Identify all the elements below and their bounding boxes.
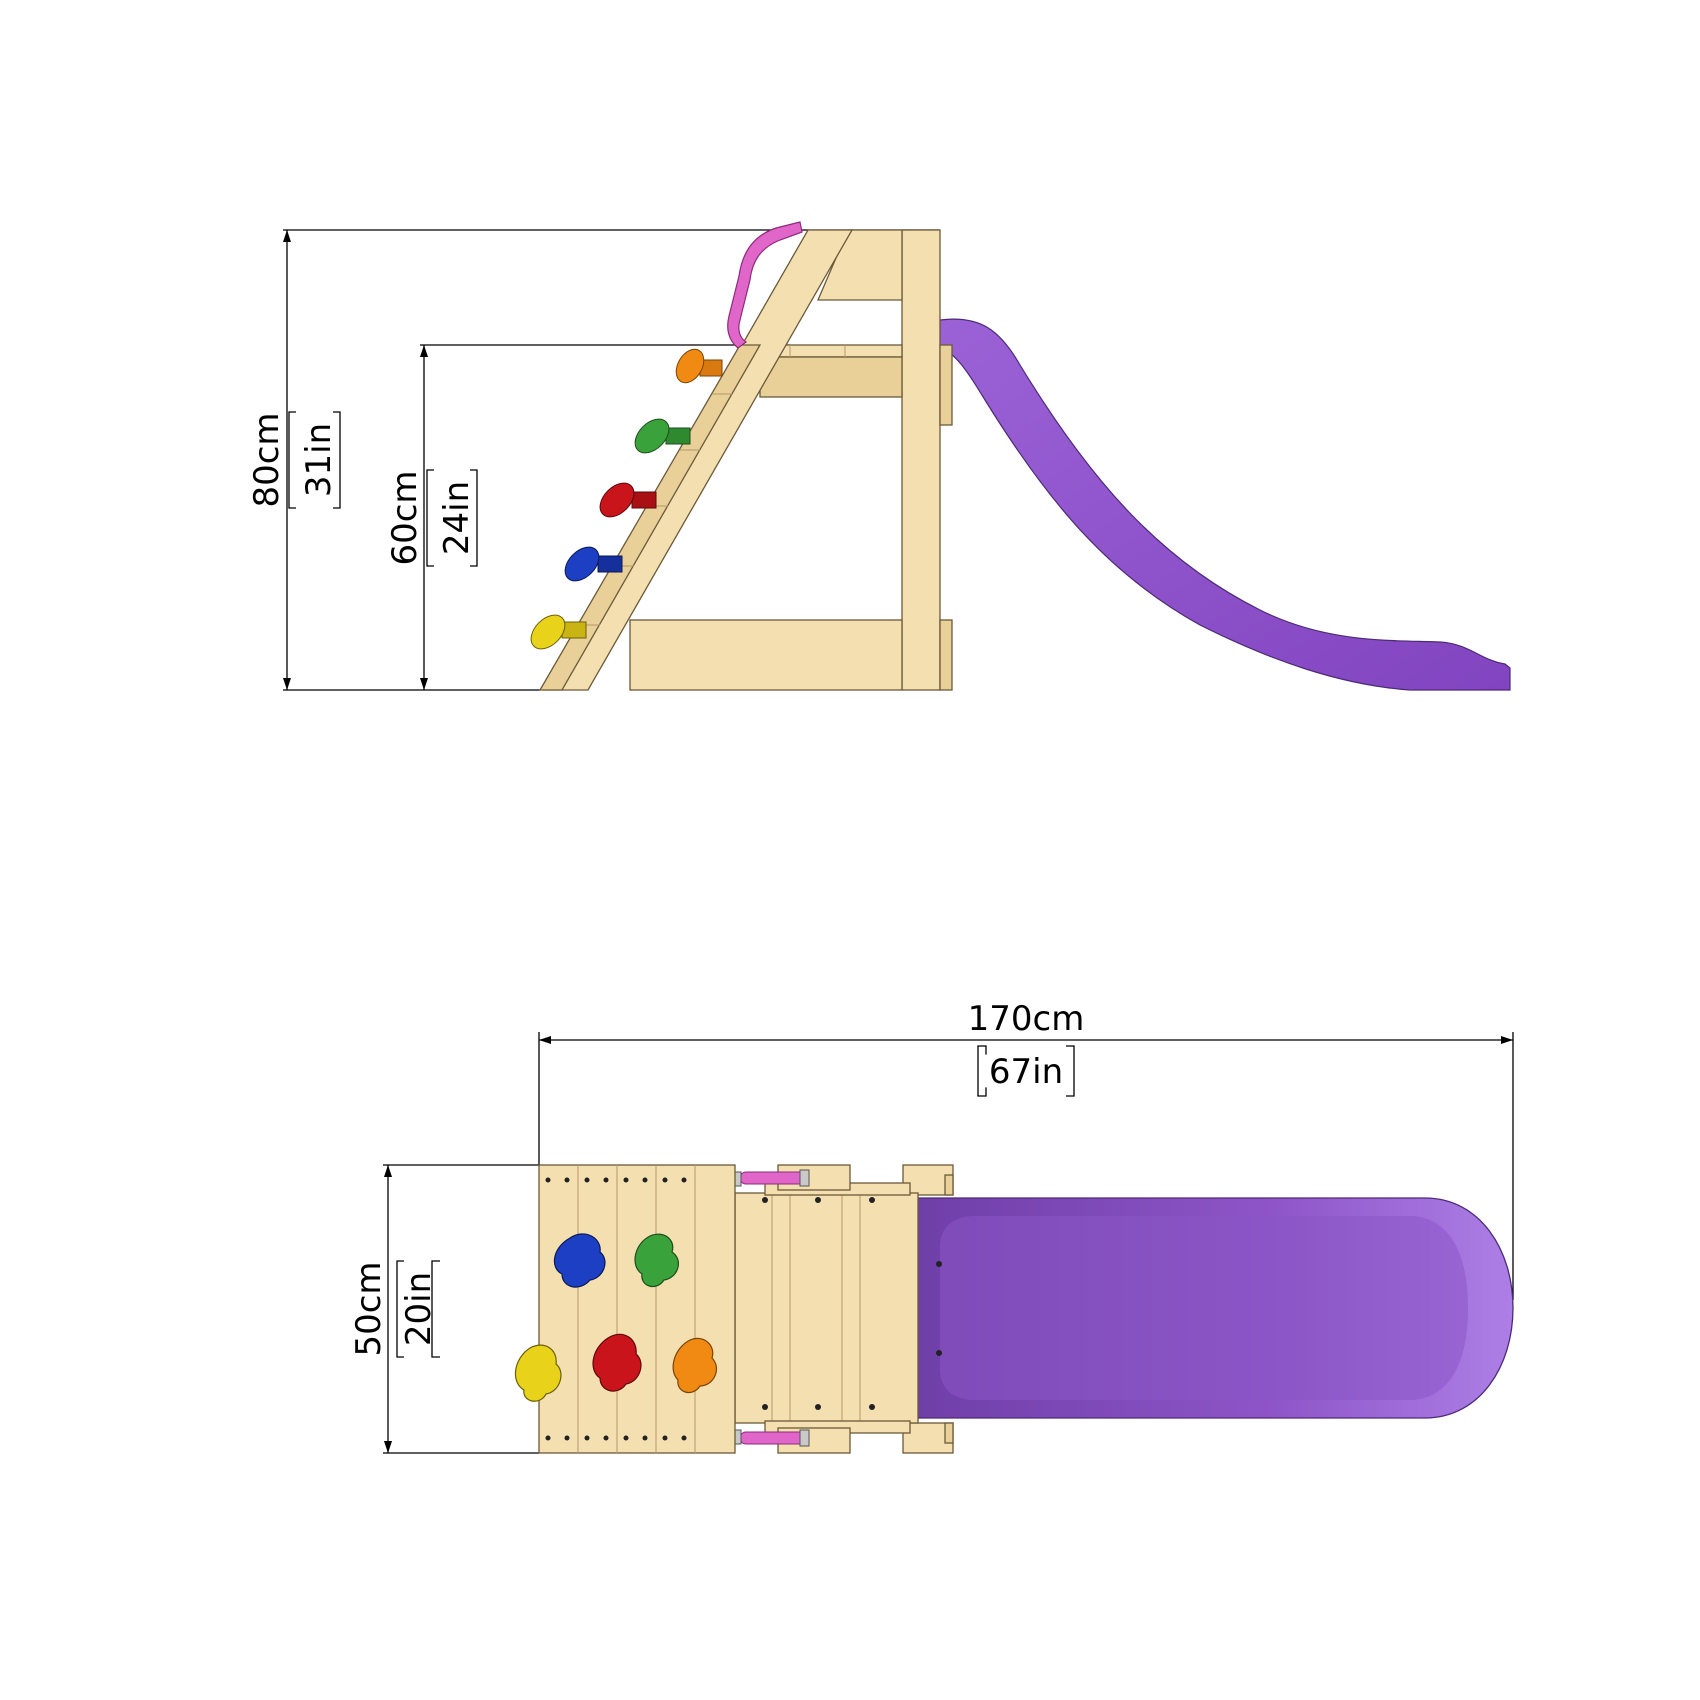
hold-yellow-icon	[530, 614, 587, 650]
slide-bed	[940, 1216, 1468, 1400]
handle-top-upper	[731, 1169, 810, 1187]
width-in-label: 20in	[399, 1272, 439, 1346]
total-height-cm-label: 80cm	[247, 412, 287, 507]
width-dimension: 50cm 20in	[349, 1164, 539, 1454]
handle-side	[727, 221, 803, 349]
hold-orange-icon	[675, 348, 723, 384]
total-length-cm-label: 170cm	[968, 999, 1085, 1039]
hold-green-icon	[634, 1233, 680, 1288]
climbing-wall-top	[538, 1164, 736, 1454]
side-holds	[530, 348, 723, 650]
hold-yellow-icon	[514, 1344, 562, 1402]
total-length-dimension: 170cm 67in	[538, 999, 1514, 1300]
handle-top-lower	[731, 1429, 810, 1447]
side-view: 80cm 31in 60cm 24in	[247, 221, 1511, 691]
slide-bracket-upper	[939, 344, 953, 426]
hold-blue-icon	[553, 1233, 606, 1288]
total-height-in-label: 31in	[299, 423, 339, 497]
hold-red-icon	[599, 482, 657, 518]
bottom-rail	[629, 619, 903, 691]
total-length-in-label: 67in	[989, 1052, 1063, 1092]
platform-height-cm-label: 60cm	[385, 470, 425, 565]
platform-height-dimension: 60cm 24in	[385, 344, 790, 690]
slide-bracket-lower	[939, 619, 953, 691]
slide-side	[939, 318, 1511, 691]
top-view: 170cm 67in 50cm 20in	[349, 999, 1514, 1454]
top-holds	[514, 1233, 717, 1402]
climbing-wall	[538, 344, 762, 691]
top-rail	[817, 229, 903, 301]
platform-height-in-label: 24in	[437, 481, 477, 555]
hold-green-icon	[634, 418, 691, 454]
hold-red-icon	[592, 1333, 642, 1392]
hold-orange-icon	[672, 1337, 717, 1394]
rear-post	[901, 229, 941, 691]
platform-beam	[759, 356, 903, 398]
hold-blue-icon	[564, 546, 623, 582]
total-height-dimension: 80cm 31in	[247, 229, 940, 691]
platform-top	[734, 1192, 919, 1424]
width-cm-label: 50cm	[349, 1261, 389, 1356]
